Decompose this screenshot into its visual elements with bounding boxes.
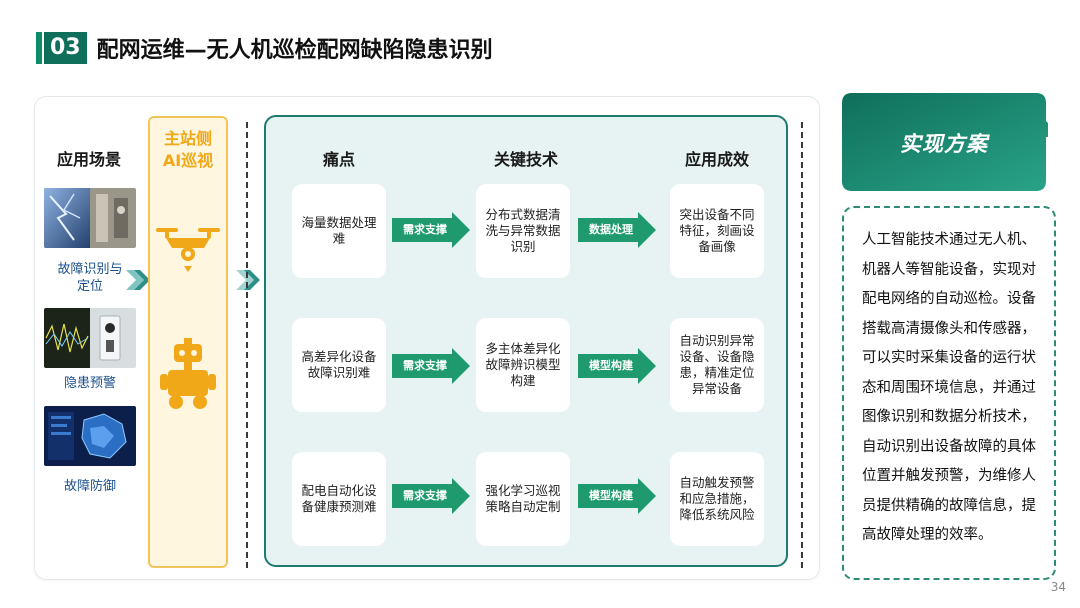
scenario-label-defense: 故障防御 (40, 478, 140, 495)
station-title-line: AI巡视 (162, 151, 214, 170)
arrow-right-icon (392, 478, 470, 514)
scenario-heading: 应用场景 (57, 150, 122, 169)
solution-description: 人工智能技术通过无人机、机器人等智能设备，实现对配电网络的自动巡检。设备搭载高清… (842, 206, 1056, 580)
arrow-right-icon (578, 348, 656, 384)
divider-dashed (801, 122, 803, 568)
scenario-label-warning: 隐患预警 (40, 375, 140, 392)
column-head-pain: 痛点 (322, 150, 355, 169)
column-head-tech: 关键技术 (493, 150, 558, 169)
station-title: 主站侧 AI巡视 (148, 128, 228, 172)
arrow-label: 需求支撑 (403, 223, 447, 236)
scenario-label-line: 故障防御 (63, 479, 116, 494)
solution-tag (842, 93, 1048, 191)
arrow-right-icon (578, 212, 656, 248)
arrow-right-icon (392, 348, 470, 384)
scenario-label-fault: 故障识别与 定位 (40, 261, 140, 295)
tech-card: 多主体差异化故障辨识模型构建 (476, 318, 570, 412)
tech-card: 强化学习巡视策略自动定制 (476, 452, 570, 546)
pain-card: 海量数据处理难 (292, 184, 386, 278)
section-number: 03 (44, 32, 87, 64)
result-card: 突出设备不同特征，刻画设备画像 (670, 184, 764, 278)
page-number: 34 (1050, 580, 1066, 594)
arrow-label: 模型构建 (589, 359, 633, 372)
chevron-right-icon (126, 270, 150, 290)
tech-card: 分布式数据清洗与异常数据识别 (476, 184, 570, 278)
arrow-label: 需求支撑 (403, 489, 447, 502)
fault-scene-image (44, 188, 136, 248)
chevron-right-icon (236, 270, 260, 290)
station-title-line: 主站侧 (163, 129, 212, 148)
divider-dashed (246, 122, 248, 568)
arrow-right-icon (578, 478, 656, 514)
defense-scene-image (44, 406, 136, 466)
warning-scene-image (44, 308, 136, 368)
scenario-label-line: 隐患预警 (63, 376, 116, 391)
robot-icon (160, 338, 216, 409)
arrow-label: 模型构建 (589, 489, 633, 502)
solution-title: 实现方案 (900, 132, 988, 156)
station-panel (148, 116, 228, 568)
page-title: 配网运维—无人机巡检配网缺陷隐患识别 (96, 38, 493, 63)
scenario-label-line: 定位 (76, 279, 103, 294)
column-head-result: 应用成效 (684, 150, 749, 169)
title-bar: 03 配网运维—无人机巡检配网缺陷隐患识别 (36, 30, 493, 66)
pain-card: 高差异化设备故障识别难 (292, 318, 386, 412)
arrow-label: 需求支撑 (403, 359, 447, 372)
arrow-label: 数据处理 (589, 223, 633, 236)
result-card: 自动识别异常设备、设备隐患，精准定位异常设备 (670, 318, 764, 412)
title-accent (36, 32, 42, 64)
scenario-label-line: 故障识别与 (57, 262, 123, 277)
pain-card: 配电自动化设备健康预测难 (292, 452, 386, 546)
arrow-right-icon (392, 212, 470, 248)
result-card: 自动触发预警和应急措施，降低系统风险 (670, 452, 764, 546)
drone-icon (156, 228, 220, 272)
